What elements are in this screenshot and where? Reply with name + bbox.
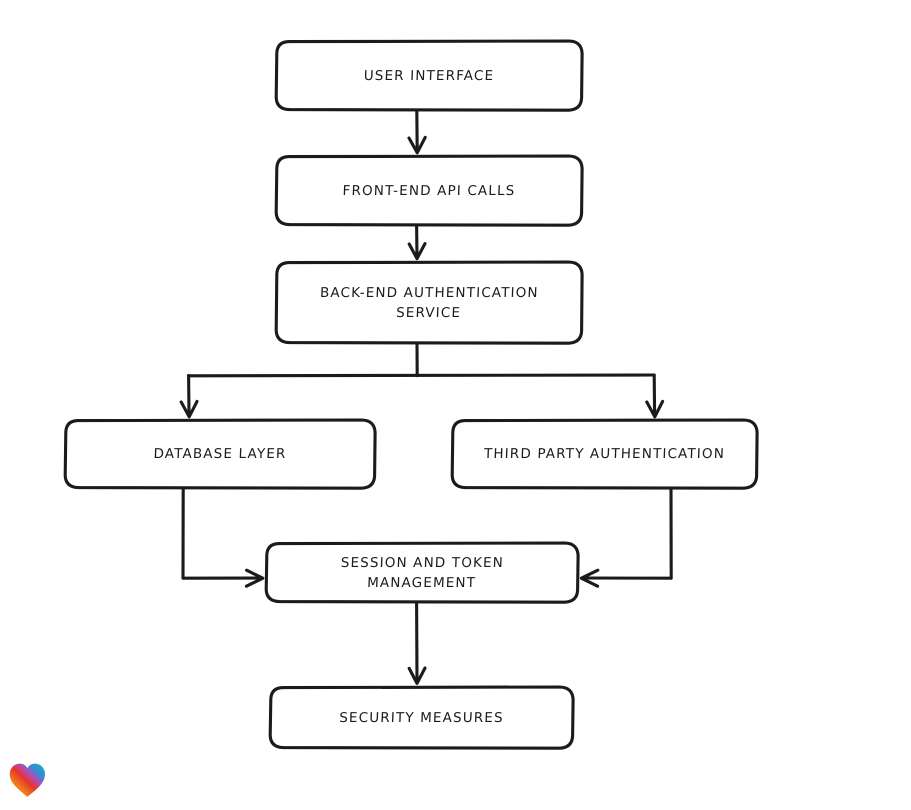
node-third-party-auth[interactable] — [450, 418, 759, 490]
edge-session-to-security — [407, 600, 427, 685]
edge-thirdparty-to-session — [579, 486, 673, 588]
node-backend-auth-service[interactable] — [274, 260, 584, 345]
edge-backend-to-database — [179, 374, 199, 419]
heart-icon — [9, 763, 46, 797]
node-database-layer[interactable] — [63, 418, 377, 490]
edge-database-to-session — [181, 486, 265, 588]
node-security-measures[interactable] — [268, 685, 575, 750]
node-user-interface[interactable] — [274, 39, 584, 112]
edge-api-to-backend — [407, 223, 427, 261]
edge-backend-to-thirdparty — [645, 373, 665, 419]
node-session-token-mgmt[interactable] — [264, 541, 580, 604]
edge-ui-to-api — [407, 108, 427, 155]
edge-backend-splitter — [186, 341, 656, 378]
node-frontend-api-calls[interactable] — [274, 154, 584, 227]
